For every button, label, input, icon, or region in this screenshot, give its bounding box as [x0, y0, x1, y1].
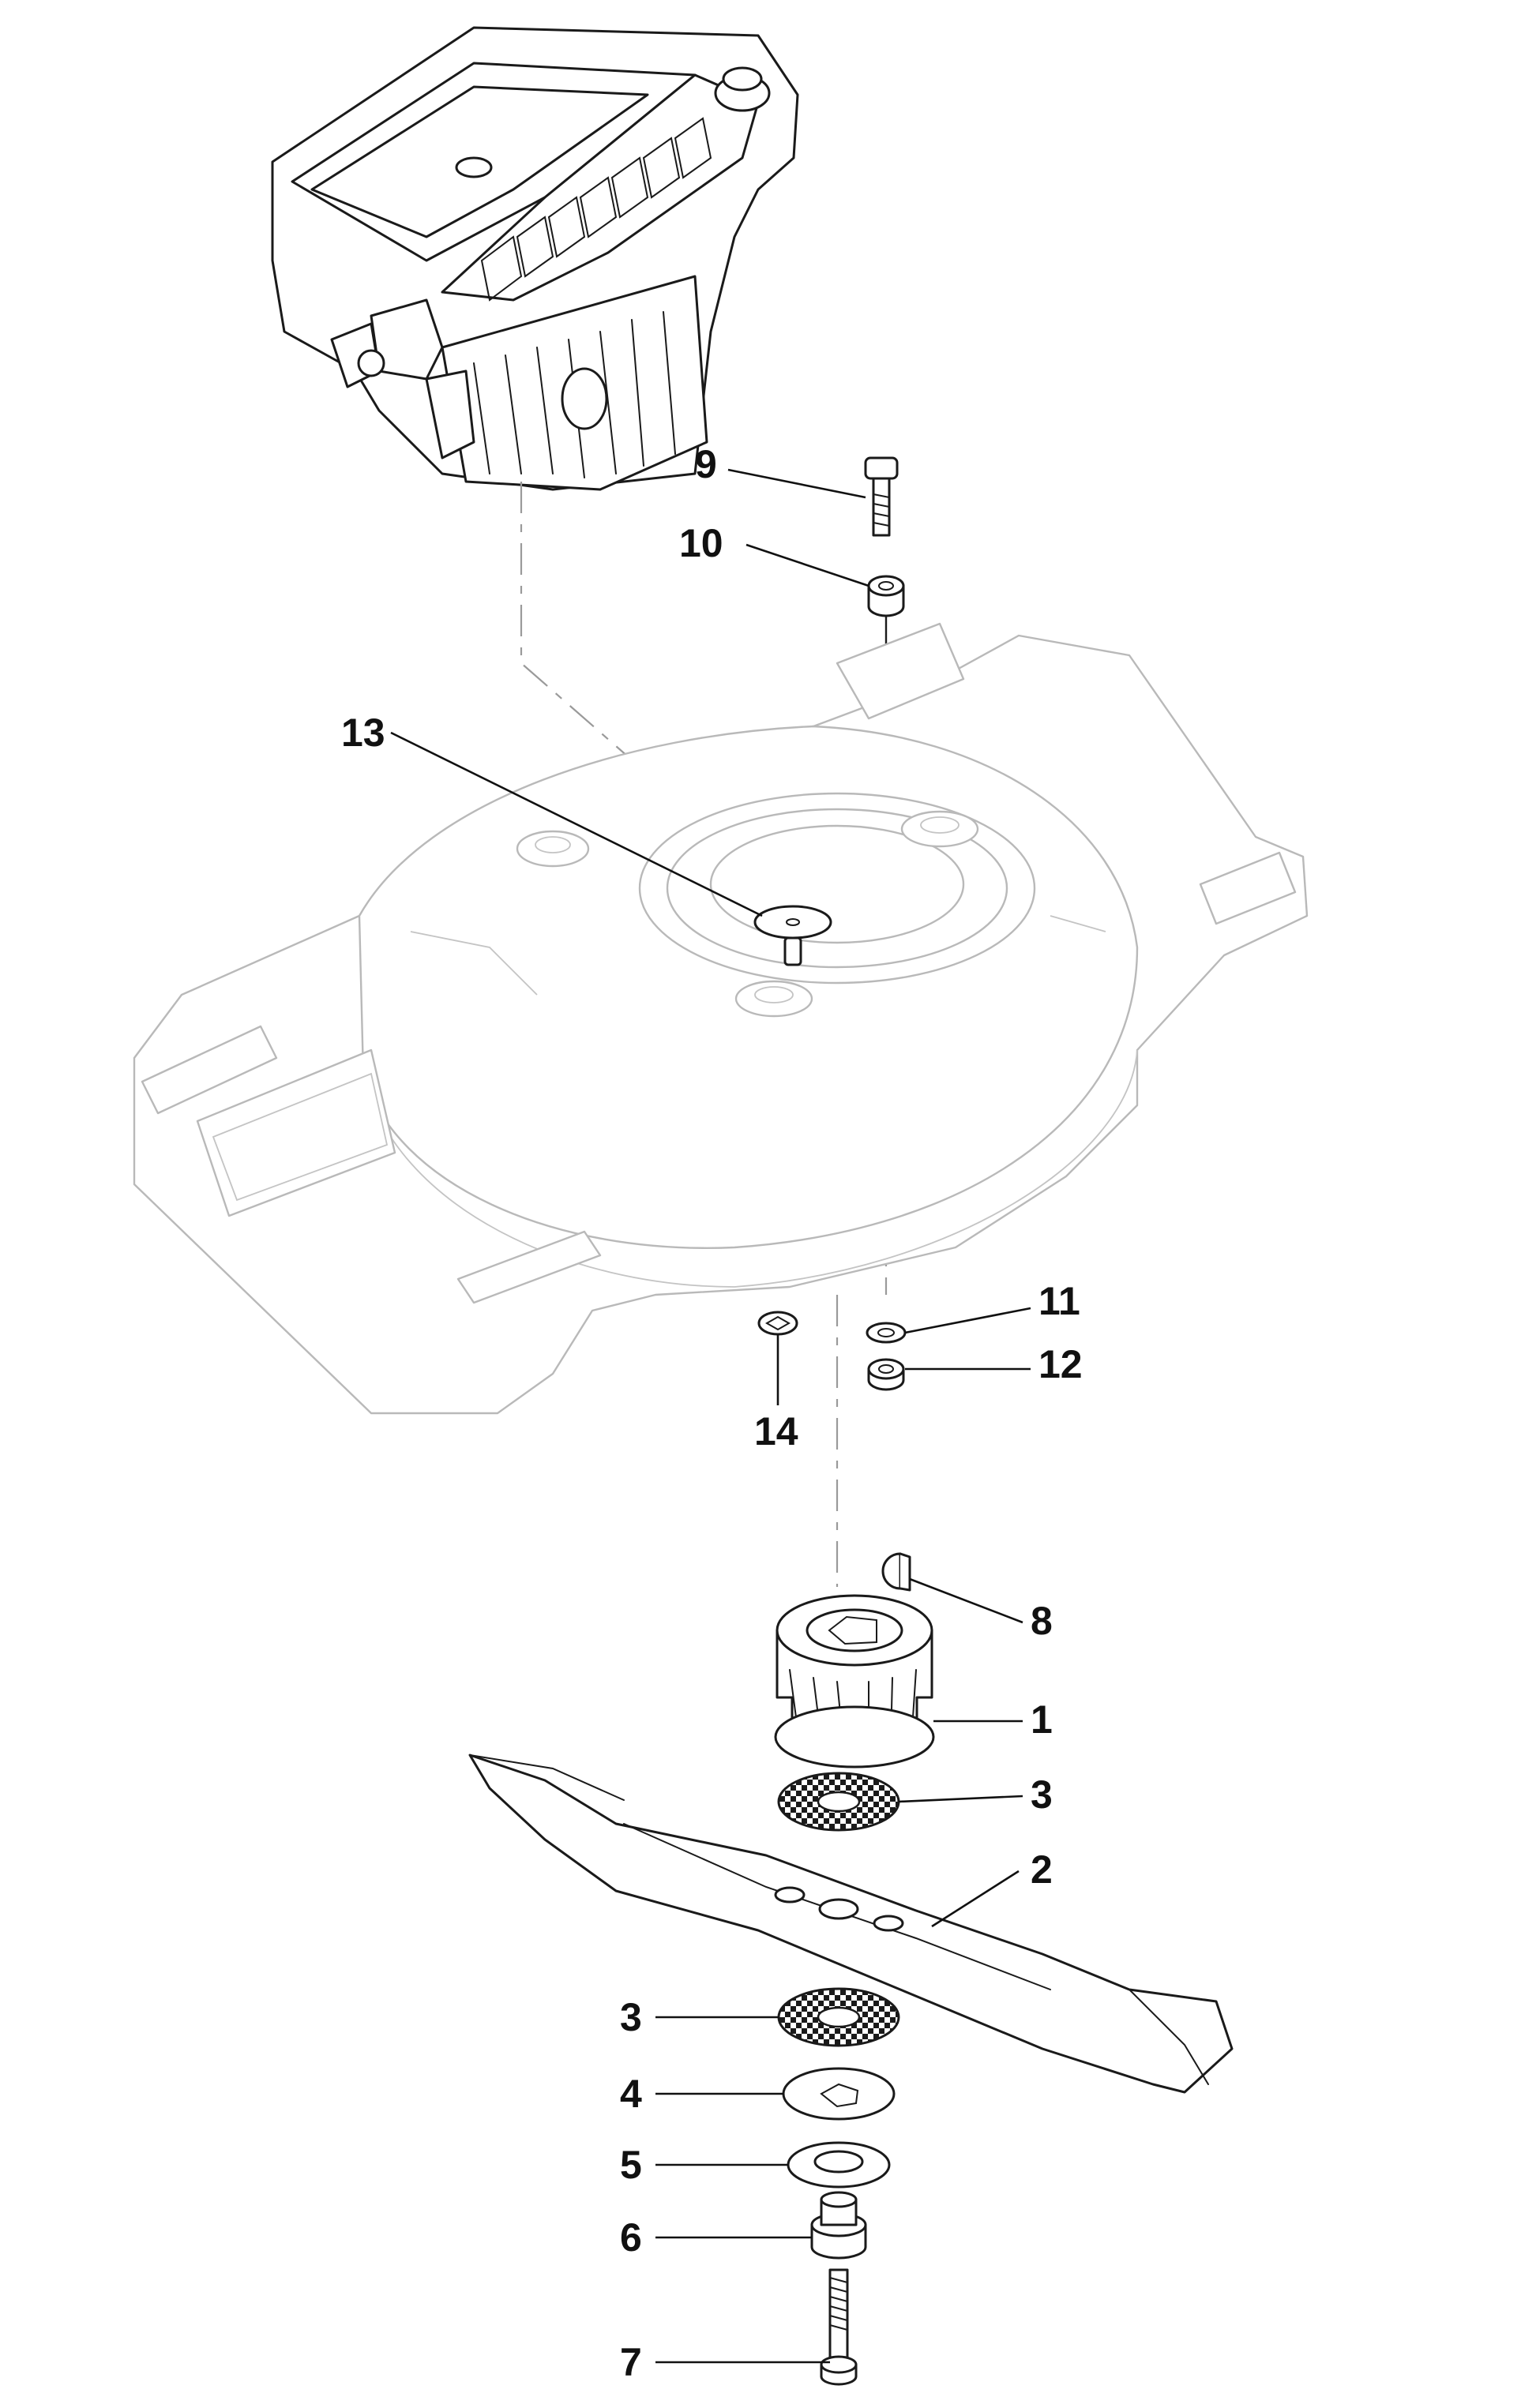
part-2-blade: [468, 1753, 1234, 2094]
leader-3a: [898, 1795, 1023, 1803]
leader-13: [390, 731, 763, 917]
callout-8: 8: [1031, 1599, 1053, 1643]
callout-3-upper: 3: [1031, 1772, 1053, 1817]
leader-lines: [390, 468, 1031, 2364]
part-5-washer: [787, 2141, 891, 2189]
part-4-washer: [782, 2067, 896, 2121]
callout-4: 4: [620, 2072, 642, 2116]
callout-2: 2: [1031, 1847, 1053, 1892]
leader-2: [931, 1870, 1020, 1928]
leader-10: [745, 543, 869, 587]
callout-labels: 9 10 13 11 12 14 8 1 3 2 3 4 5 6 7: [341, 442, 1083, 2384]
part-7-bolt: [820, 2268, 858, 2386]
mower-deck: [133, 622, 1309, 1415]
part-1-blade-hub: [774, 1594, 935, 1768]
part-11-washer: [866, 1322, 907, 1344]
callout-14: 14: [754, 1409, 798, 1453]
callout-5: 5: [620, 2143, 642, 2187]
engine: [271, 26, 799, 491]
callout-12: 12: [1038, 1342, 1083, 1386]
part-14-clip: [757, 1311, 798, 1336]
leader-8: [909, 1577, 1023, 1624]
part-3-friction-washer-upper: [777, 1772, 900, 1832]
part-13-shaft-cap: [753, 905, 832, 966]
part-6-hex-nut: [810, 2191, 867, 2260]
callout-1: 1: [1031, 1697, 1053, 1742]
part-12-nut: [867, 1358, 905, 1391]
part-3-friction-washer-lower: [777, 1987, 900, 2047]
callout-6: 6: [620, 2215, 642, 2260]
callout-13: 13: [341, 711, 385, 755]
callout-7: 7: [620, 2340, 642, 2384]
leader-9: [727, 468, 866, 499]
leader-11: [904, 1307, 1031, 1334]
callout-9: 9: [695, 442, 717, 486]
callout-10: 10: [679, 521, 723, 565]
part-8-key: [881, 1552, 911, 1592]
part-10-spacer: [867, 575, 905, 617]
part-9-bolt: [864, 456, 899, 537]
callout-11: 11: [1038, 1279, 1080, 1323]
callout-3-lower: 3: [620, 1995, 642, 2039]
